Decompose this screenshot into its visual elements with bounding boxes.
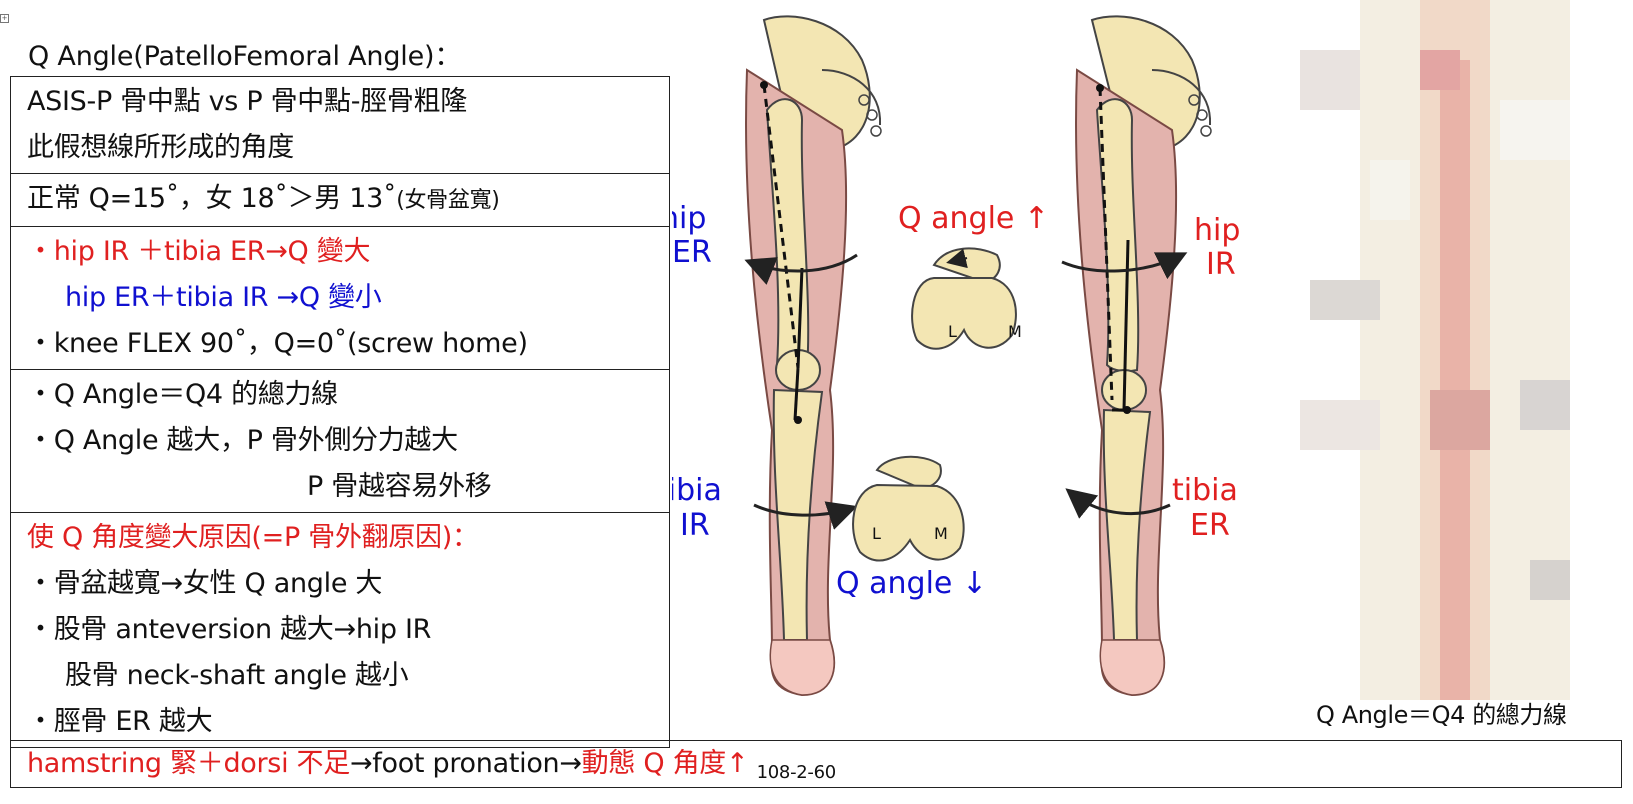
force-line-3: P 骨越容易外移 <box>307 471 492 502</box>
causes-heading: 使 Q 角度變大原因(=P 骨外翻原因)： <box>27 522 479 553</box>
causes-item-3: 股骨 neck-shaft angle 越小 <box>65 660 409 691</box>
notes-table: ASIS-P 骨中點 vs P 骨中點-脛骨粗隆 此假想線所形成的角度 正常 Q… <box>10 76 670 748</box>
label-tibia-ir-left-2: IR <box>680 508 710 543</box>
label-patella-medial-bottom: M <box>934 524 948 543</box>
page-title: Q Angle(PatelloFemoral Angle)： <box>28 41 462 72</box>
label-q-angle-down: Q angle ↓ <box>836 566 987 601</box>
blurred-side-photo <box>1300 0 1570 700</box>
causes-cell: 使 Q 角度變大原因(=P 骨外翻原因)： ・骨盆越寬→女性 Q angle 大… <box>11 512 669 747</box>
definition-line-2: 此假想線所形成的角度 <box>27 132 294 163</box>
rotation-increase: ・hip IR ＋tibia ER→Q 變大 <box>27 236 371 267</box>
image-caption: Q Angle＝Q4 的總力線 <box>1316 701 1567 729</box>
right-leg-drawing <box>1061 15 1212 697</box>
bottom-cause: hamstring 緊＋dorsi 不足 <box>27 748 350 779</box>
normal-cell: 正常 Q=15˚，女 18˚＞男 13˚(女骨盆寬) <box>11 173 669 226</box>
label-patella-medial-top: M <box>1008 322 1022 341</box>
patella-section-top <box>911 247 1017 350</box>
definition-cell: ASIS-P 骨中點 vs P 骨中點-脛骨粗隆 此假想線所形成的角度 <box>11 77 669 173</box>
rotation-decrease: hip ER＋tibia IR →Q 變小 <box>65 282 382 313</box>
causes-item-2: ・股骨 anteversion 越大→hip IR <box>27 614 432 645</box>
label-hip-er-left-2: ER <box>672 235 712 270</box>
force-cell: ・Q Angle＝Q4 的總力線 ・Q Angle 越大，P 骨外側分力越大 P… <box>11 369 669 512</box>
force-line-2: ・Q Angle 越大，P 骨外側分力越大 <box>27 425 458 456</box>
bottom-result: 動態 Q 角度↑ <box>581 748 749 779</box>
definition-line-1: ASIS-P 骨中點 vs P 骨中點-脛骨粗隆 <box>27 86 467 117</box>
anchor-marker-icon: + <box>0 14 9 23</box>
bottom-summary: hamstring 緊＋dorsi 不足→foot pronation→動態 Q… <box>10 740 1622 788</box>
label-tibia-ir-left-1: tibia <box>672 473 722 508</box>
label-q-angle-up: Q angle ↑ <box>898 201 1049 236</box>
label-hip-ir-right-2: IR <box>1206 247 1236 282</box>
causes-item-1: ・骨盆越寬→女性 Q angle 大 <box>27 568 383 599</box>
leg-alignment-illustration: hip ER tibia IR Q angle ↑ Q angle ↓ hip … <box>672 15 1240 697</box>
left-leg-drawing <box>744 15 882 697</box>
patella-section-bottom <box>852 455 965 562</box>
label-patella-lateral-top: L <box>948 322 957 341</box>
force-line-1: ・Q Angle＝Q4 的總力線 <box>27 379 338 410</box>
normal-main: 正常 Q=15˚，女 18˚＞男 13˚ <box>27 183 397 214</box>
bottom-pronation: →foot pronation→ <box>349 748 582 779</box>
label-hip-er-left-1: hip <box>672 201 706 236</box>
label-tibia-er-right-1: tibia <box>1172 473 1238 508</box>
label-patella-lateral-bottom: L <box>872 524 881 543</box>
bottom-reference: 108-2-60 <box>756 762 837 783</box>
rotation-knee: ・knee FLEX 90˚，Q=0˚(screw home) <box>27 328 528 359</box>
causes-item-4: ・脛骨 ER 越大 <box>27 706 213 737</box>
rotation-cell: ・hip IR ＋tibia ER→Q 變大 hip ER＋tibia IR →… <box>11 226 669 369</box>
normal-values: 正常 Q=15˚，女 18˚＞男 13˚(女骨盆寬) <box>27 176 657 224</box>
label-hip-ir-right-1: hip <box>1194 213 1240 248</box>
label-tibia-er-right-2: ER <box>1190 508 1230 543</box>
normal-note: (女骨盆寬) <box>396 188 500 213</box>
